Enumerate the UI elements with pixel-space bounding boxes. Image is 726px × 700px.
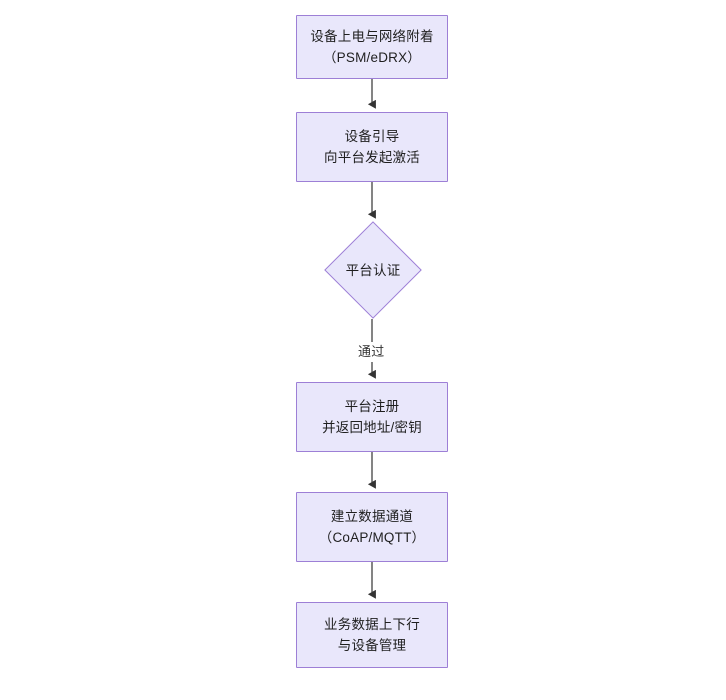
node-power-on[interactable]: 设备上电与网络附着 （PSM/eDRX） bbox=[296, 15, 448, 79]
node-data-channel-label: 建立数据通道 （CoAP/MQTT） bbox=[318, 509, 426, 545]
node-bootstrap[interactable]: 设备引导 向平台发起激活 bbox=[296, 112, 448, 182]
node-platform-auth[interactable]: 平台认证 bbox=[324, 221, 422, 319]
edge-label-pass-text: 通过 bbox=[358, 344, 385, 359]
node-power-on-label: 设备上电与网络附着 （PSM/eDRX） bbox=[310, 29, 434, 65]
node-bootstrap-label: 设备引导 向平台发起激活 bbox=[324, 129, 420, 165]
edge-label-pass: 通过 bbox=[355, 342, 388, 362]
node-service-data[interactable]: 业务数据上下行 与设备管理 bbox=[296, 602, 448, 668]
node-platform-register-label: 平台注册 并返回地址/密钥 bbox=[322, 399, 422, 435]
node-platform-auth-label: 平台认证 bbox=[345, 262, 401, 278]
node-service-data-label: 业务数据上下行 与设备管理 bbox=[324, 617, 420, 653]
node-data-channel[interactable]: 建立数据通道 （CoAP/MQTT） bbox=[296, 492, 448, 562]
node-platform-register[interactable]: 平台注册 并返回地址/密钥 bbox=[296, 382, 448, 452]
